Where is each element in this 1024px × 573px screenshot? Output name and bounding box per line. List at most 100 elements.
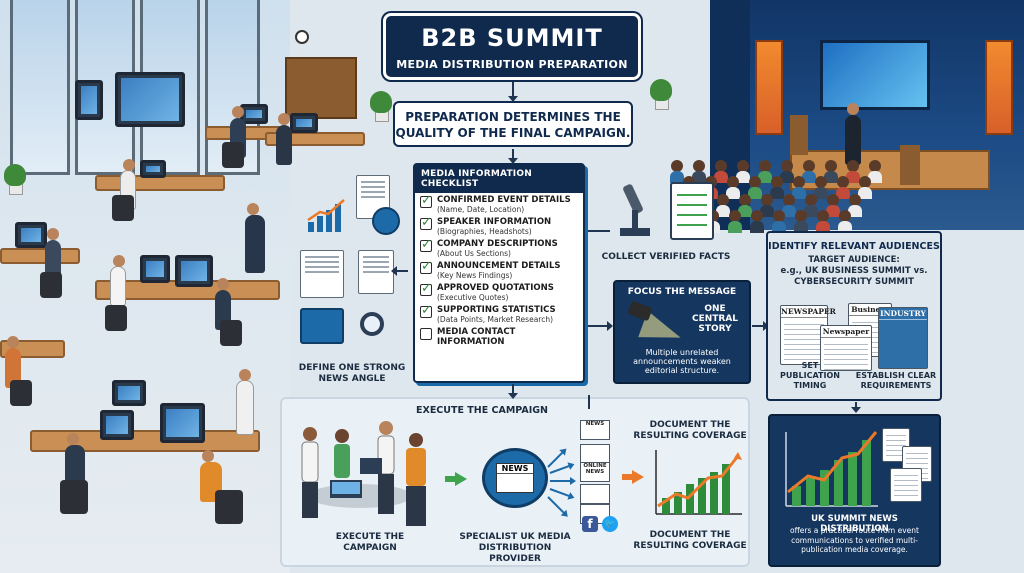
audience-member [827,194,839,206]
checklist-item: CONFIRMED EVENT DETAILS(Name, Date, Loca… [415,193,583,215]
magnifier-icon [360,312,384,336]
label-line: RESULTING COVERAGE [633,541,747,551]
audience-member [728,221,742,233]
podium [900,145,920,185]
flow-arrow [508,384,518,399]
audience-member [803,160,815,172]
magazine-masthead: INDUSTRY [879,309,927,320]
checklist-item-text: SUPPORTING STATISTICS(Data Points, Marke… [437,305,556,324]
label-line: TIMING [793,381,827,390]
bookshelf [285,57,357,119]
hub-label: NEWS [497,464,533,474]
audience-member [759,160,771,172]
office-chair [10,380,32,406]
audience-member [727,176,739,188]
team-label: EXECUTE THE CAMPAIGN [330,532,410,554]
checklist-item-text: ANNOUNCEMENT DETAILS(Key News Findings) [437,261,561,280]
checklist-item-detail: (Biographies, Headshots) [437,227,532,236]
twitter-icon: 🐦 [602,516,618,532]
checklist-item-text: CONFIRMED EVENT DETAILS(Name, Date, Loca… [437,195,571,214]
distribution-hub: NEWS [482,448,548,508]
focus-title: FOCUS THE MESSAGE [627,287,737,297]
checklist-item-title: APPROVED QUOTATIONS [437,283,554,293]
audience-member [771,176,783,188]
label-line: SET PUBLICATION [780,361,840,380]
audience-member [826,205,840,217]
checklist-items: CONFIRMED EVENT DETAILS(Name, Date, Loca… [415,193,583,348]
orange-flow-arrow [622,470,644,484]
audience-member [783,194,795,206]
audience-member [814,187,828,199]
audience-member [761,194,773,206]
audience-member [726,187,740,199]
news-outlet-icon [580,484,610,504]
audience-member [781,160,793,172]
uk-distribution-panel: UK SUMMIT NEWS DISTRIBUTION offers a pra… [768,414,941,567]
central-story-text: ONE CENTRAL STORY [685,304,745,334]
potted-plant [650,60,678,110]
growth-chart-icon [307,199,345,232]
audience-member [760,205,774,217]
office-worker [110,255,126,306]
audience-member [846,171,860,183]
news-angle-label: DEFINE ONE STRONG NEWS ANGLE [296,363,408,385]
checklist-item-detail: (About Us Sections) [437,249,511,258]
focus-message-panel: FOCUS THE MESSAGE ONE CENTRAL STORY Mult… [613,280,751,384]
checklist-item: ANNOUNCEMENT DETAILS(Key News Findings) [415,259,583,281]
audience-member [802,171,816,183]
label-line: RESULTING COVERAGE [633,431,747,441]
checklist-item-detail: (Key News Findings) [437,271,513,280]
focus-note: Multiple unrelated announcements weaken … [619,348,745,375]
office-worker [45,228,61,280]
label-line: CAMPAIGN [343,543,397,553]
newspaper-masthead: Newspaper [821,327,871,338]
body-line: publication media coverage. [801,545,908,554]
story-line: ONE [704,304,726,314]
note-line: Multiple unrelated [645,348,719,357]
audience-member [751,210,763,222]
stage-screen [820,40,930,110]
audience-member [817,210,829,222]
audience-member [693,160,705,172]
desk-monitor [100,410,134,440]
distribution-arrow [550,477,576,485]
audience-member [773,210,785,222]
checked-checkbox-icon [420,281,432,296]
office-chair [105,305,127,331]
checklist-item-detail: (Data Points, Market Research) [437,315,554,324]
checked-checkbox-icon [420,193,432,208]
audience-member [670,171,684,183]
audience-member [838,221,852,233]
coverage-growth-chart [655,450,742,515]
audience-member [837,176,849,188]
checklist-title: MEDIA INFORMATION CHECKLIST [415,165,583,193]
globe-icon [372,207,400,235]
desk-monitor [15,222,47,248]
office-chair [215,490,243,524]
body-line: communications to verified multi- [791,535,918,545]
desk-monitor [175,255,213,287]
header-banner: B2B SUMMIT MEDIA DISTRIBUTION PREPARATIO… [383,13,641,80]
audience-member [750,221,764,233]
audience-member [782,205,796,217]
audience-member [824,171,838,183]
newspaper-masthead: NEWSPAPER [781,307,836,318]
flow-arrow [851,402,861,413]
audience-title: IDENTIFY RELEVANT AUDIENCES [768,241,940,252]
audience-member [836,187,850,199]
potted-plant [4,164,26,195]
checked-checkbox-icon [420,259,432,274]
potted-plant [370,91,392,122]
label-line: EXECUTE THE [335,532,405,542]
audience-member [772,221,786,233]
document-icon [358,250,394,294]
checklist-item-text: SPEAKER INFORMATION(Biographies, Headsho… [437,217,551,236]
checked-checkbox-icon [420,215,432,230]
audience-member [749,176,761,188]
checklist-item: APPROVED QUOTATIONS(Executive Quotes) [415,281,583,303]
office-worker [276,113,292,165]
audience-member [737,160,749,172]
desk-monitor [140,255,170,283]
story-line: STORY [698,324,732,334]
audience-member [739,194,751,206]
